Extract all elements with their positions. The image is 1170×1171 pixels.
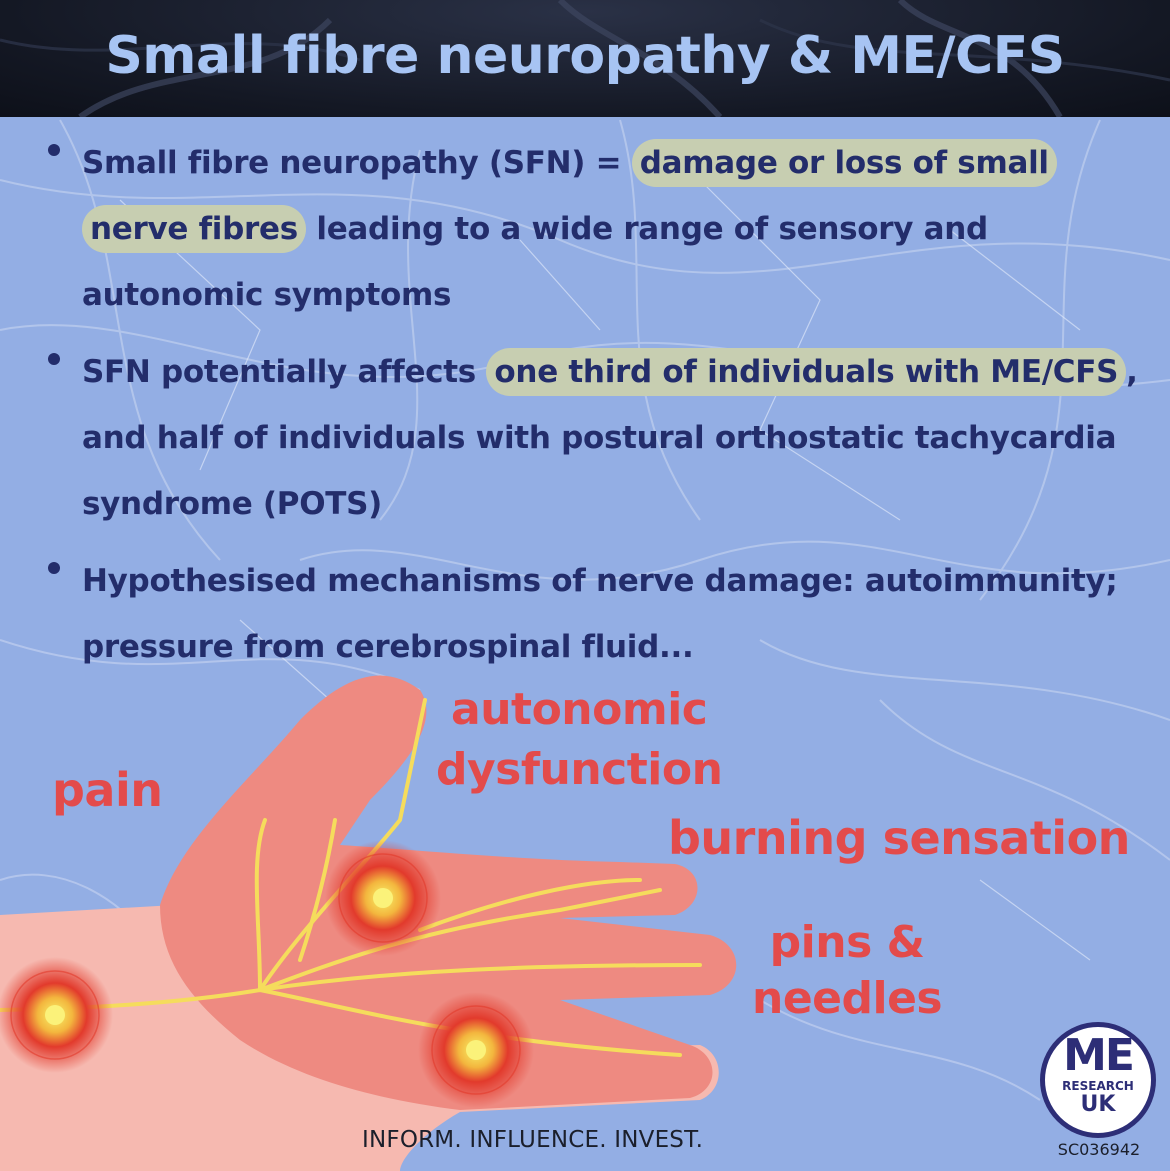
- pain-point-icon: [418, 992, 534, 1108]
- bullet-text: Hypothesised mechanisms of nerve damage:…: [82, 548, 1152, 680]
- bullet-list: Small fibre neuropathy (SFN) = damage or…: [42, 130, 1152, 691]
- bullet-icon: [48, 562, 60, 574]
- symptom-line: dysfunction: [436, 744, 723, 795]
- bullet-text: SFN potentially affects one third of ind…: [82, 339, 1152, 537]
- bullet-text-part: Small fibre neuropathy (SFN) =: [82, 145, 632, 181]
- page-title: Small fibre neuropathy & ME/CFS: [105, 26, 1065, 86]
- charity-number: SC036942: [1057, 1140, 1141, 1159]
- symptom-pain: pain: [52, 763, 163, 817]
- bullet-text: Small fibre neuropathy (SFN) = damage or…: [82, 130, 1152, 328]
- pain-point-icon: [0, 957, 113, 1073]
- bullet-icon: [48, 144, 60, 156]
- symptom-autonomic-dysfunction: autonomic dysfunction: [436, 680, 723, 800]
- bullet-sfn-prevalence: SFN potentially affects one third of ind…: [42, 339, 1152, 537]
- bullet-text-part: Hypothesised mechanisms of nerve damage:…: [82, 563, 1118, 665]
- bullet-text-part: , and half of individuals with postural …: [82, 354, 1138, 522]
- bullet-sfn-definition: Small fibre neuropathy (SFN) = damage or…: [42, 130, 1152, 328]
- neuron-header-image: [0, 0, 1170, 117]
- symptom-line: pins &: [769, 917, 925, 968]
- logo-icon: ME RESEARCH UK: [1040, 1022, 1156, 1138]
- highlighted-phrase: one third of individuals with ME/CFS: [486, 348, 1127, 396]
- bullet-mechanisms: Hypothesised mechanisms of nerve damage:…: [42, 548, 1152, 680]
- pain-point-icon: [325, 840, 441, 956]
- symptom-burning-sensation: burning sensation: [668, 811, 1130, 865]
- bullet-text-part: SFN potentially affects: [82, 354, 487, 390]
- symptom-line: autonomic: [451, 684, 708, 735]
- tagline: INFORM. INFLUENCE. INVEST.: [362, 1127, 704, 1153]
- bullet-icon: [48, 353, 60, 365]
- logo-me-text: ME: [1063, 1030, 1135, 1081]
- symptom-line: needles: [752, 973, 943, 1024]
- bullet-text-part: leading to a wide range of sensory and a…: [82, 211, 988, 313]
- symptom-pins-and-needles: pins & needles: [752, 915, 943, 1027]
- hand-shape: [160, 675, 737, 1110]
- logo-uk-text: UK: [1080, 1092, 1116, 1117]
- logo-research-text: RESEARCH: [1062, 1079, 1134, 1093]
- title-banner: Small fibre neuropathy & ME/CFS: [0, 0, 1170, 117]
